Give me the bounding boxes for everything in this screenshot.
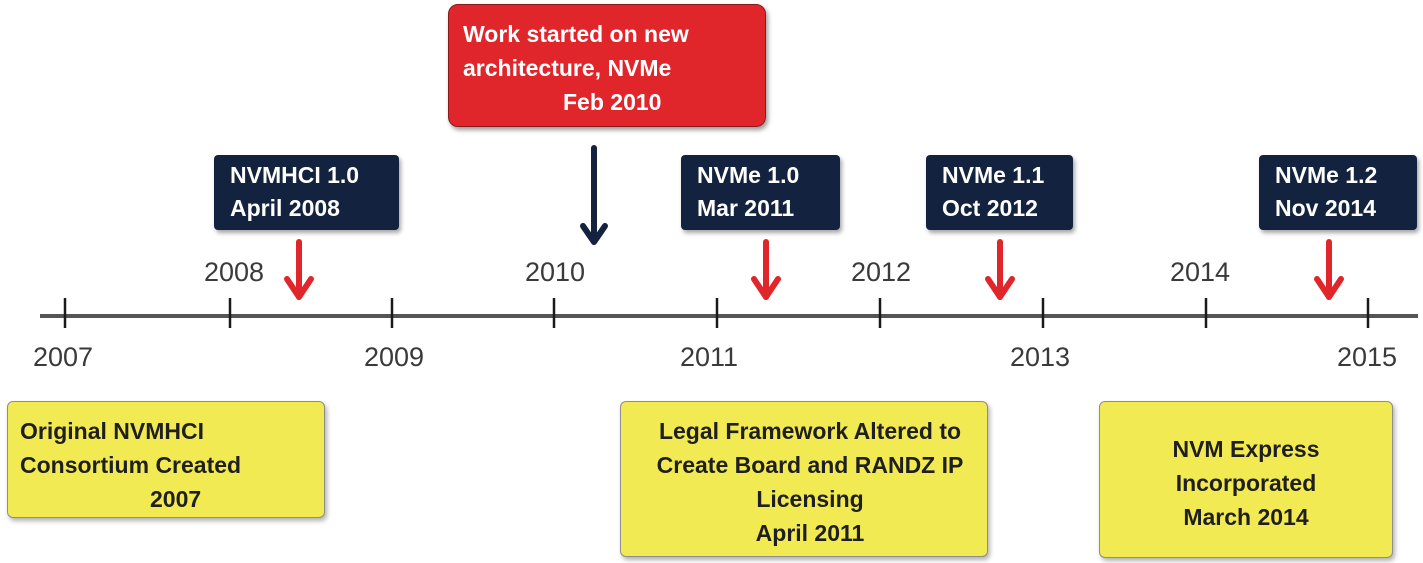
milestone-title: NVMe 1.1 bbox=[942, 162, 1045, 188]
milestone-nvme-1-2: NVMe 1.2 Nov 2014 bbox=[1259, 155, 1417, 230]
year-label-2011: 2011 bbox=[680, 342, 738, 372]
milestone-date: April 2008 bbox=[230, 195, 340, 221]
note-line: Licensing bbox=[756, 486, 864, 512]
milestone-title: NVMHCI 1.0 bbox=[230, 162, 360, 188]
milestone-title: NVMe 1.2 bbox=[1275, 162, 1378, 188]
work-started-date: Feb 2010 bbox=[563, 89, 662, 115]
navy-down-arrow-icon bbox=[580, 145, 608, 245]
note-line: Original NVMHCI bbox=[20, 418, 205, 444]
note-legal-framework: Legal Framework Altered to Create Board … bbox=[620, 401, 988, 557]
year-label-2007: 2007 bbox=[33, 342, 93, 372]
year-label-2014: 2014 bbox=[1170, 257, 1230, 287]
year-label-2010: 2010 bbox=[525, 257, 585, 287]
year-label-2015: 2015 bbox=[1337, 342, 1397, 372]
note-line: Create Board and RANDZ IP bbox=[656, 452, 964, 478]
note-line: April 2011 bbox=[755, 520, 865, 546]
red-down-arrow-icon bbox=[985, 239, 1015, 300]
year-label-2009: 2009 bbox=[364, 342, 424, 372]
milestone-date: Mar 2011 bbox=[697, 195, 795, 221]
note-nvm-express-incorporated: NVM Express Incorporated March 2014 bbox=[1099, 401, 1393, 558]
red-down-arrow-icon bbox=[284, 239, 314, 300]
work-started-line: Work started on new bbox=[463, 21, 689, 47]
work-started-line: architecture, NVMe bbox=[463, 55, 672, 81]
work-started-box: Work started on new architecture, NVMe F… bbox=[448, 4, 766, 127]
year-label-2008: 2008 bbox=[204, 257, 264, 287]
milestone-nvmhci-1-0: NVMHCI 1.0 April 2008 bbox=[214, 155, 399, 230]
note-line: Legal Framework Altered to bbox=[658, 418, 962, 444]
note-line: Consortium Created bbox=[20, 452, 242, 478]
red-down-arrow-icon bbox=[751, 239, 781, 300]
milestone-nvme-1-1: NVMe 1.1 Oct 2012 bbox=[926, 155, 1073, 230]
note-line: March 2014 bbox=[1183, 504, 1309, 530]
milestone-date: Oct 2012 bbox=[942, 195, 1038, 221]
note-line: Incorporated bbox=[1175, 470, 1317, 496]
milestone-nvme-1-0: NVMe 1.0 Mar 2011 bbox=[681, 155, 840, 230]
note-line: NVM Express bbox=[1172, 436, 1320, 462]
year-label-2013: 2013 bbox=[1010, 342, 1070, 372]
note-line: 2007 bbox=[150, 486, 202, 512]
milestone-title: NVMe 1.0 bbox=[697, 162, 800, 188]
year-label-2012: 2012 bbox=[851, 257, 911, 287]
note-consortium-created: Original NVMHCI Consortium Created 2007 bbox=[7, 401, 325, 518]
red-down-arrow-icon bbox=[1314, 239, 1344, 300]
milestone-date: Nov 2014 bbox=[1275, 195, 1377, 221]
